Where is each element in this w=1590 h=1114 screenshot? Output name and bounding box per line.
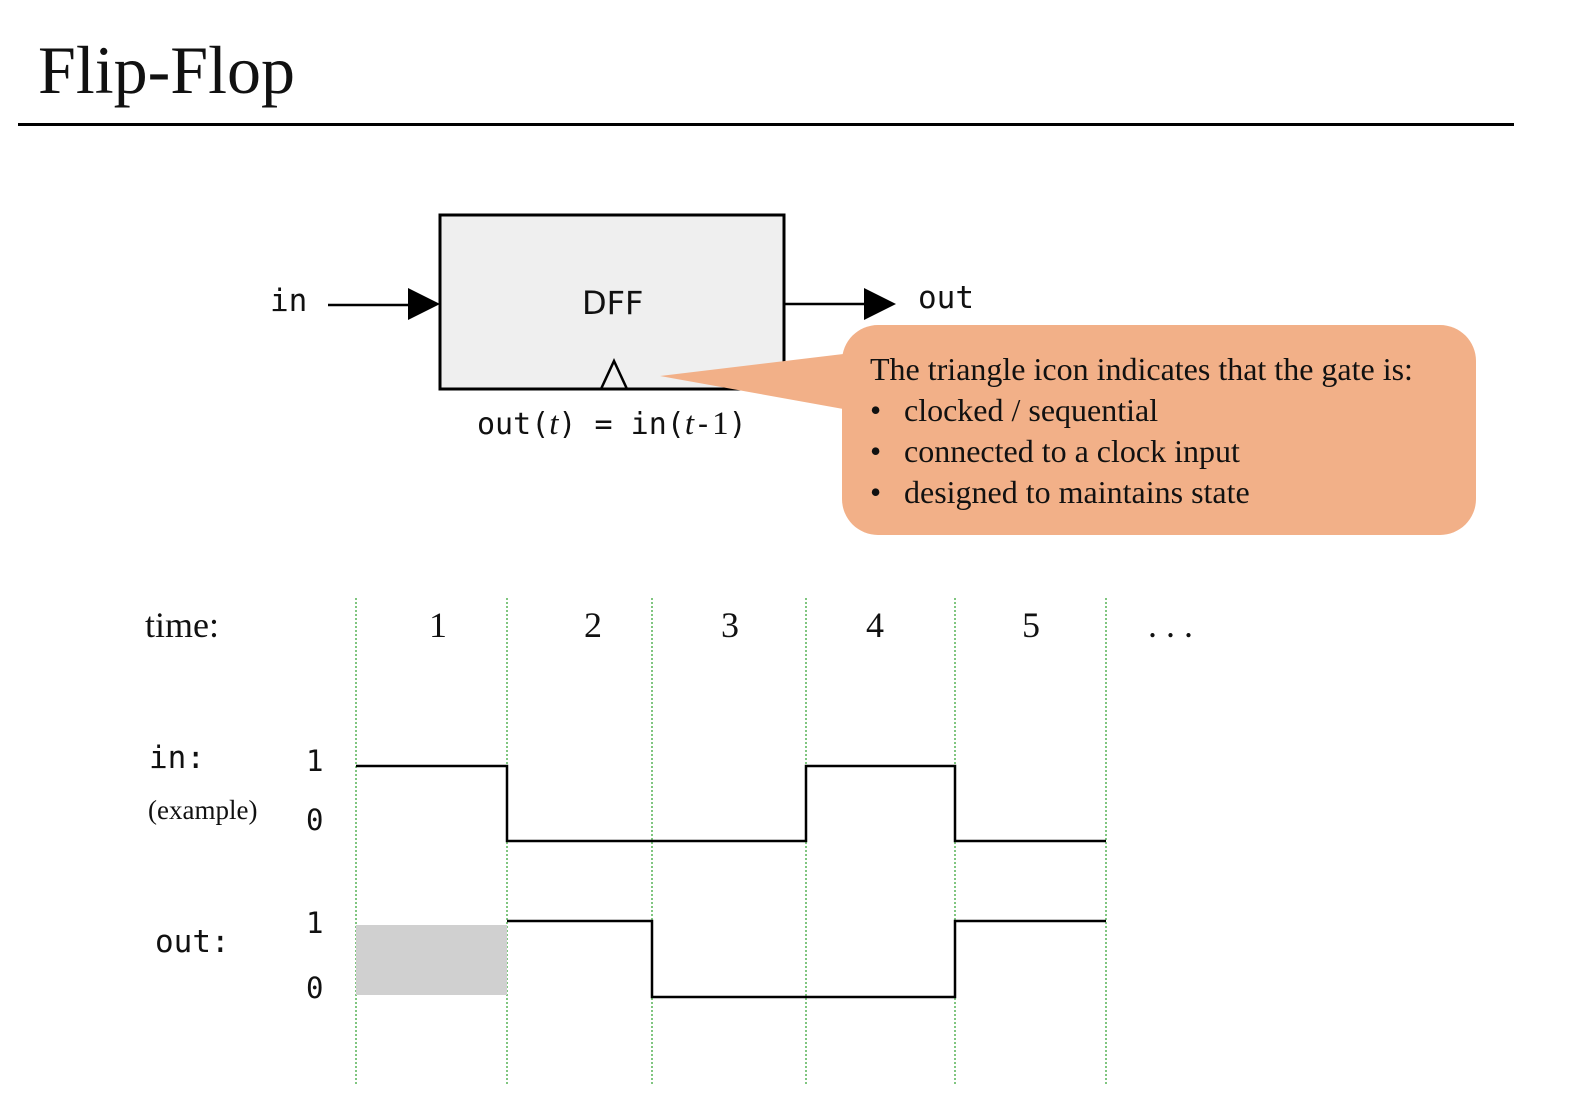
time-step-5: 5	[1022, 605, 1040, 645]
in-signal-label: in:	[149, 740, 205, 776]
out-undefined-region	[356, 925, 507, 995]
time-label: time:	[145, 605, 219, 645]
out-level-high: 1	[306, 906, 324, 940]
out-signal-label: out:	[155, 924, 230, 960]
clock-triangle-icon	[599, 358, 629, 390]
in-waveform	[356, 764, 1106, 843]
callout-bullet-list: clocked / sequential connected to a cloc…	[870, 390, 1448, 513]
formula-rhs-func: in	[630, 407, 667, 442]
callout-bullet: clocked / sequential	[870, 390, 1448, 431]
output-arrowhead-icon	[864, 288, 896, 320]
time-step-2: 2	[584, 605, 602, 645]
gate-name: DFF	[582, 284, 644, 322]
formula-minus: -	[694, 407, 713, 442]
time-ellipsis: . . .	[1148, 605, 1193, 645]
gate-formula: out(t) = in(t-1)	[477, 406, 747, 442]
gate-input-label: in	[270, 283, 308, 319]
gate-output-label: out	[918, 280, 974, 316]
in-level-high: 1	[306, 744, 324, 778]
formula-rhs-var: t	[684, 406, 695, 442]
dff-gate-box	[438, 213, 786, 391]
time-step-3: 3	[721, 605, 739, 645]
out-waveform	[507, 919, 1106, 999]
callout-heading: The triangle icon indicates that the gat…	[870, 351, 1413, 387]
in-signal-note: (example)	[148, 795, 258, 825]
formula-lhs-func: out	[477, 407, 532, 442]
time-step-4: 4	[866, 605, 884, 645]
out-level-low: 0	[306, 971, 324, 1005]
input-arrowhead-icon	[408, 288, 440, 320]
formula-lhs-var: t	[549, 406, 559, 442]
in-level-low: 0	[306, 803, 324, 837]
time-step-1: 1	[429, 605, 447, 645]
formula-equals: =	[594, 407, 613, 442]
clock-callout: The triangle icon indicates that the gat…	[842, 325, 1476, 535]
timing-gridlines	[355, 598, 1107, 1084]
callout-bullet: connected to a clock input	[870, 431, 1448, 472]
slide-title: Flip-Flop	[38, 32, 295, 108]
formula-const: 1	[712, 406, 729, 442]
callout-pointer	[660, 352, 860, 412]
title-divider	[18, 123, 1514, 126]
callout-bullet: designed to maintains state	[870, 472, 1448, 513]
